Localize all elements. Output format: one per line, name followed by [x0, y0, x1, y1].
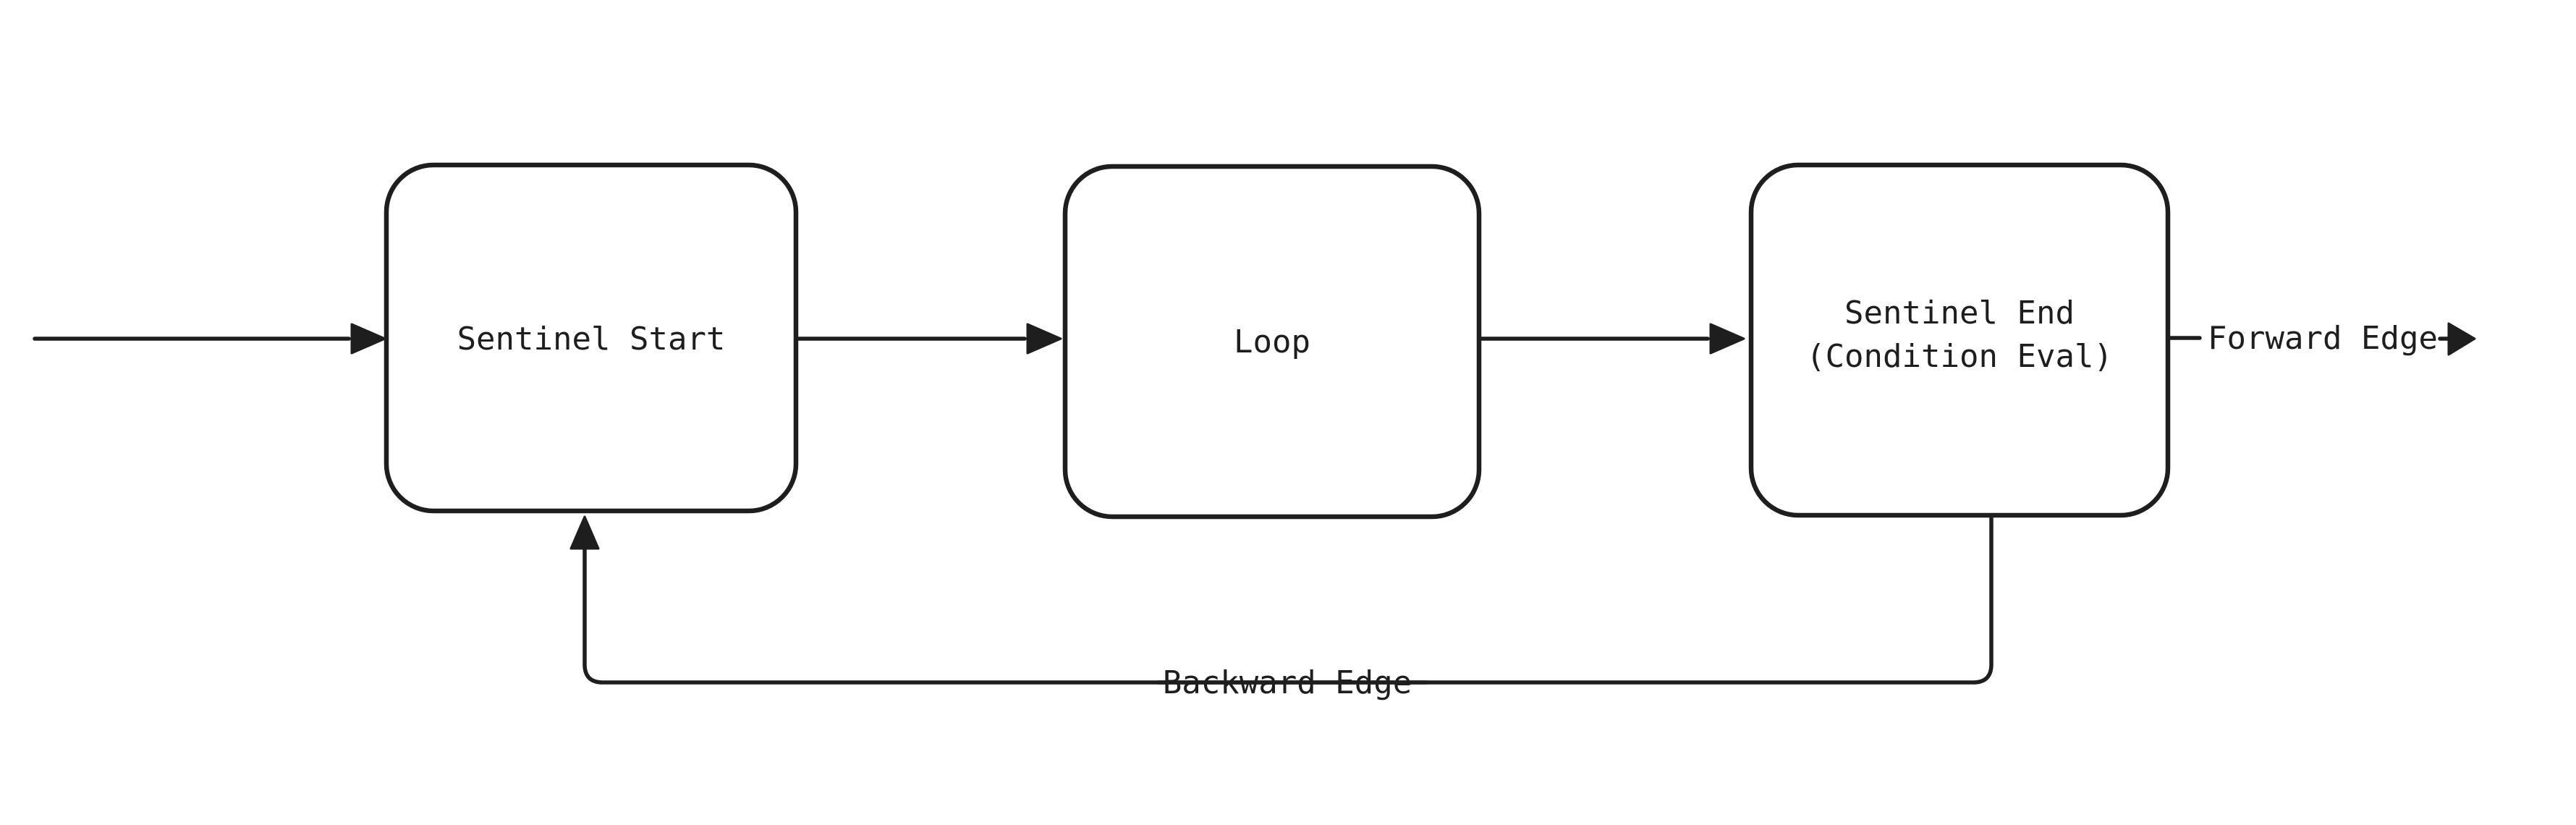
edge-backward-line-right [1156, 515, 1994, 685]
edge-forward-arrowhead-icon [2447, 322, 2476, 356]
node-sentinel-end [1748, 162, 2171, 518]
node-sentinel-end-label-line2: (Condition Eval) [1806, 338, 2113, 375]
node-loop-label: Loop [1234, 323, 1310, 360]
node-loop [1062, 164, 1482, 520]
edge-backward-line-left [582, 546, 1429, 685]
edge-forward-label: Forward Edge [2208, 320, 2438, 357]
edge-start-to-loop-arrowhead-icon [1026, 323, 1062, 355]
edge-loop-to-end-arrowhead-icon [1709, 323, 1745, 355]
node-sentinel-start-label: Sentinel Start [457, 321, 726, 358]
node-sentinel-end-label-line1: Sentinel End [1844, 295, 2075, 331]
edge-backward-arrowhead-icon [569, 515, 600, 550]
edge-entry-arrowhead-icon [350, 323, 386, 355]
